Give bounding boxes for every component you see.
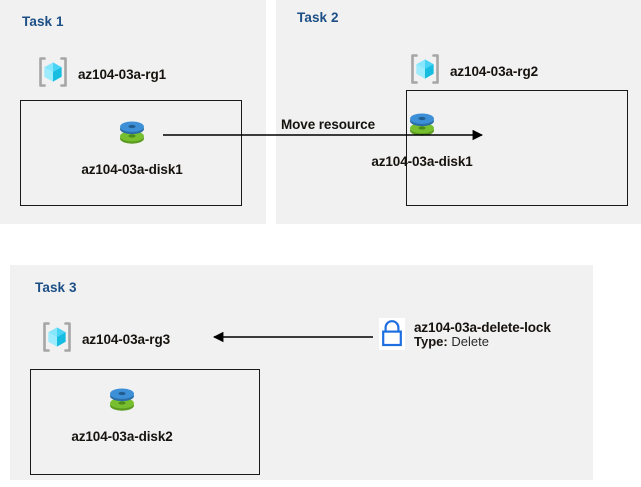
lock-type-value: Delete xyxy=(451,334,489,350)
lock-type-key: Type: xyxy=(414,334,448,350)
resource-group-label-task2: az104-03a-rg2 xyxy=(450,64,539,79)
resource-lock-node: az104-03a-delete-lock Type: Delete xyxy=(379,318,551,355)
resource-group-task1: az104-03a-rg1 xyxy=(36,55,166,94)
task-title-task2: Task 2 xyxy=(297,10,339,25)
resource-group-icon xyxy=(40,320,74,359)
lock-type-line: Type: Delete xyxy=(414,334,551,350)
task-panel-task1: Task 1 az104-03a-rg1 xyxy=(0,0,266,224)
disk-node-task2: az104-03a-disk1 xyxy=(360,104,484,169)
disk-label-task3: az104-03a-disk2 xyxy=(71,429,173,444)
task-title-task3: Task 3 xyxy=(35,280,77,295)
managed-disk-icon xyxy=(112,112,152,157)
resource-group-task3: az104-03a-rg3 xyxy=(40,320,170,359)
task-panel-task3: Task 3 az104-03a-rg3 xyxy=(10,265,593,480)
lock-icon xyxy=(379,318,405,355)
disk-node-task1: az104-03a-disk1 xyxy=(70,112,194,177)
resource-box-task1 xyxy=(20,100,242,206)
resource-group-icon xyxy=(408,52,442,91)
resource-box-task3 xyxy=(30,369,260,475)
disk-label-task1: az104-03a-disk1 xyxy=(81,162,183,177)
lock-name-label: az104-03a-delete-lock xyxy=(414,320,551,335)
resource-group-icon xyxy=(36,55,70,94)
managed-disk-icon xyxy=(402,104,442,149)
resource-group-task2: az104-03a-rg2 xyxy=(408,52,538,91)
resource-group-label-task3: az104-03a-rg3 xyxy=(82,332,171,347)
lock-text-block: az104-03a-delete-lock Type: Delete xyxy=(414,318,551,350)
move-resource-label: Move resource xyxy=(281,117,375,132)
disk-label-task2: az104-03a-disk1 xyxy=(371,154,473,169)
managed-disk-icon xyxy=(102,379,142,424)
resource-group-label-task1: az104-03a-rg1 xyxy=(78,67,167,82)
task-panel-task2: Task 2 az104-03a-rg2 xyxy=(276,0,641,224)
disk-node-task3: az104-03a-disk2 xyxy=(60,379,184,444)
task-title-task1: Task 1 xyxy=(22,14,64,29)
resource-box-task2 xyxy=(406,90,628,206)
